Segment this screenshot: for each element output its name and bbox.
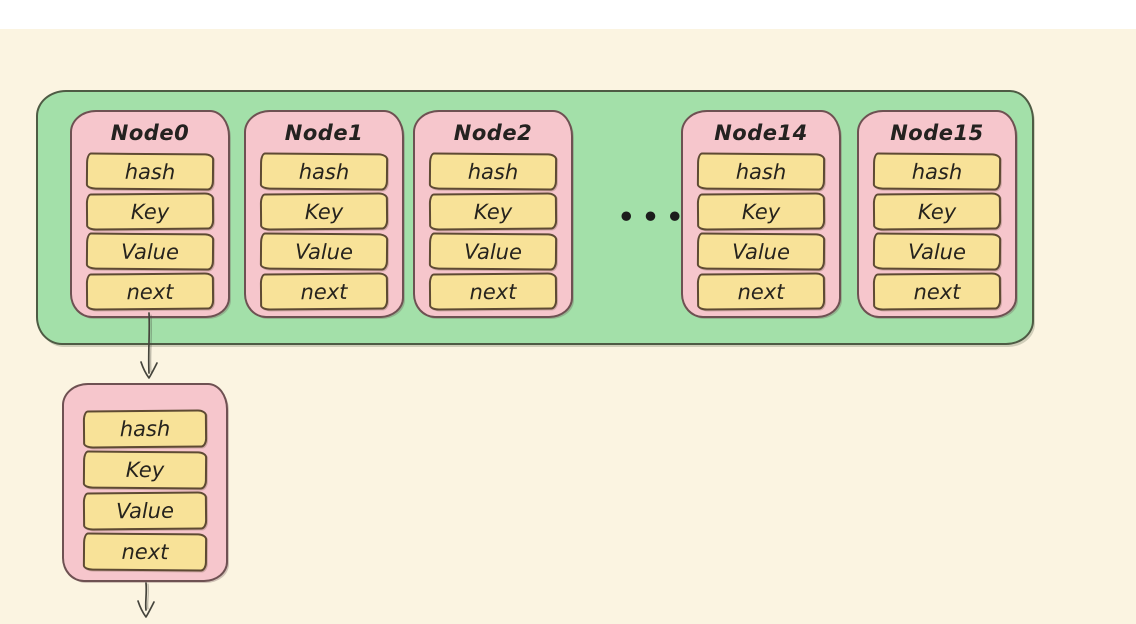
- node-field-value: Value: [85, 232, 215, 271]
- node-field-hash: hash: [696, 152, 826, 191]
- node-field-next: next: [85, 272, 215, 311]
- node-card-node2: Node2 hash Key Value next: [413, 110, 573, 318]
- node-title: Node14: [714, 121, 808, 145]
- node-card-node0: Node0 hash Key Value next: [70, 110, 230, 318]
- node-field-key: Key: [872, 192, 1002, 231]
- node-title: Node2: [453, 121, 533, 145]
- node-field-next: next: [82, 532, 208, 572]
- node-field-next: next: [696, 272, 826, 311]
- node-card-node15: Node15 hash Key Value next: [857, 110, 1017, 318]
- node-title: Node15: [890, 121, 984, 145]
- node-field-hash: hash: [82, 409, 208, 449]
- node-field-hash: hash: [428, 152, 558, 191]
- arrow-node-down-shaft: [144, 582, 148, 611]
- node-field-key: Key: [259, 192, 389, 231]
- arrow-node-down-shaft-sketch: [147, 583, 149, 610]
- arrow-node-down-head: [137, 600, 155, 618]
- node-field-value: Value: [428, 232, 558, 271]
- node-field-value: Value: [696, 232, 826, 271]
- node-field-hash: hash: [259, 152, 389, 191]
- top-white-strip: [0, 0, 1136, 29]
- node-card-node1: Node1 hash Key Value next: [244, 110, 404, 318]
- bucket-array-container: Node0 hash Key Value next Node1 hash Key…: [36, 90, 1034, 345]
- node-field-value: Value: [872, 232, 1002, 271]
- node-field-key: Key: [696, 192, 826, 231]
- node-field-key: Key: [82, 450, 208, 490]
- node-field-value: Value: [259, 232, 389, 271]
- node-field-next: next: [259, 272, 389, 311]
- node-card-node14: Node14 hash Key Value next: [681, 110, 841, 318]
- node-field-value: Value: [82, 491, 208, 531]
- node-title: Node0: [110, 121, 190, 145]
- node-field-next: next: [872, 272, 1002, 311]
- chained-node-card: hash Key Value next: [62, 383, 228, 582]
- node-field-hash: hash: [85, 152, 215, 191]
- node-field-key: Key: [428, 192, 558, 231]
- node-field-hash: hash: [872, 152, 1002, 191]
- arrow-bucket-to-node-head: [140, 361, 158, 379]
- node-field-next: next: [428, 272, 558, 311]
- node-title: Node1: [284, 121, 364, 145]
- ellipsis-dots: •••: [617, 202, 691, 233]
- node-field-key: Key: [85, 192, 215, 231]
